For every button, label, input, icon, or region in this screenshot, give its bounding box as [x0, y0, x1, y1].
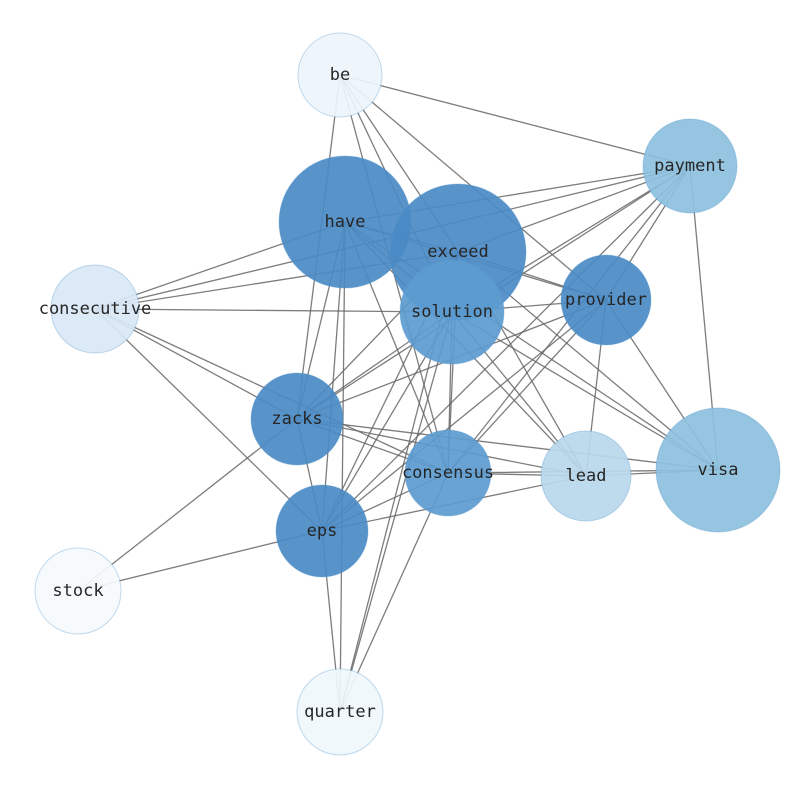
graph-node-lead[interactable]	[540, 430, 632, 522]
graph-node-eps[interactable]	[275, 484, 369, 578]
edges-layer	[77, 74, 719, 713]
graph-edge	[321, 299, 607, 532]
graph-edge	[321, 165, 691, 532]
graph-node-consensus[interactable]	[404, 429, 492, 517]
graph-edge	[339, 311, 453, 713]
graph-edge	[296, 418, 719, 471]
graph-node-zacks[interactable]	[250, 372, 344, 466]
graph-edge	[339, 74, 691, 167]
graph-node-provider[interactable]	[560, 254, 652, 346]
graph-node-payment[interactable]	[642, 118, 738, 214]
graph-node-solution[interactable]	[399, 259, 505, 365]
graph-edge	[339, 221, 346, 713]
graph-node-be[interactable]	[297, 32, 383, 118]
graph-node-visa[interactable]	[655, 407, 781, 533]
graph-node-have[interactable]	[278, 155, 412, 289]
graph-node-consecutive[interactable]	[50, 264, 140, 354]
graph-node-stock[interactable]	[34, 547, 122, 635]
graph-edge	[94, 308, 323, 532]
nodes-layer	[34, 32, 781, 756]
graph-edge	[339, 472, 449, 713]
graph-edge	[94, 308, 453, 313]
graph-node-quarter[interactable]	[296, 668, 384, 756]
graph-edge	[77, 418, 298, 592]
